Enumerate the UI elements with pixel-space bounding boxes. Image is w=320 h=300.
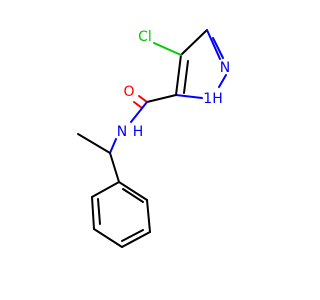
atom-label-ring-nh: 1H xyxy=(203,91,222,107)
bond-ph3-ph4-inner xyxy=(121,229,144,242)
bond-n2-c3 xyxy=(175,94,203,99)
bond-n-ch xyxy=(109,138,117,154)
bond-c4-c5 xyxy=(180,29,208,56)
atom-label-oxygen: O xyxy=(123,84,134,100)
atom-label-ring-nitrogen: N xyxy=(220,60,230,76)
atom-label-amide-nitrogen: N xyxy=(117,124,127,140)
bond-c4-c3-inner xyxy=(183,60,189,94)
bond-ph1-ph2-inner xyxy=(122,188,144,203)
bond-ph4-ph5 xyxy=(93,228,123,248)
bond-ph6-ph1 xyxy=(91,181,120,198)
bond-n1-n2 xyxy=(218,74,227,88)
atom-label-chlorine: Cl xyxy=(138,29,152,45)
bond-ch-phenyl xyxy=(109,152,120,183)
bond-c4-c3 xyxy=(175,54,182,96)
bond-ph2-ph3 xyxy=(146,199,151,233)
bond-c5-n1-inner xyxy=(212,37,224,59)
bond-carbonyl-o-2 xyxy=(133,101,143,109)
bond-carbonyl-n xyxy=(130,101,148,123)
bond-ph5-ph6-inner xyxy=(97,198,101,225)
bond-c4-cl xyxy=(153,42,182,56)
molecule-structure: Cl O N H N 1H xyxy=(77,29,230,248)
bond-carbonyl-o xyxy=(138,95,148,103)
bond-ph5-ph6 xyxy=(91,196,95,230)
bond-ph1-ph2 xyxy=(118,181,148,201)
bond-ph3-ph4 xyxy=(121,231,151,248)
bond-c5-n1 xyxy=(206,29,221,60)
atom-label-amide-hydrogen: H xyxy=(133,124,144,140)
bond-c3-carbonyl xyxy=(146,94,177,103)
bond-ch-ch3 xyxy=(77,133,111,154)
